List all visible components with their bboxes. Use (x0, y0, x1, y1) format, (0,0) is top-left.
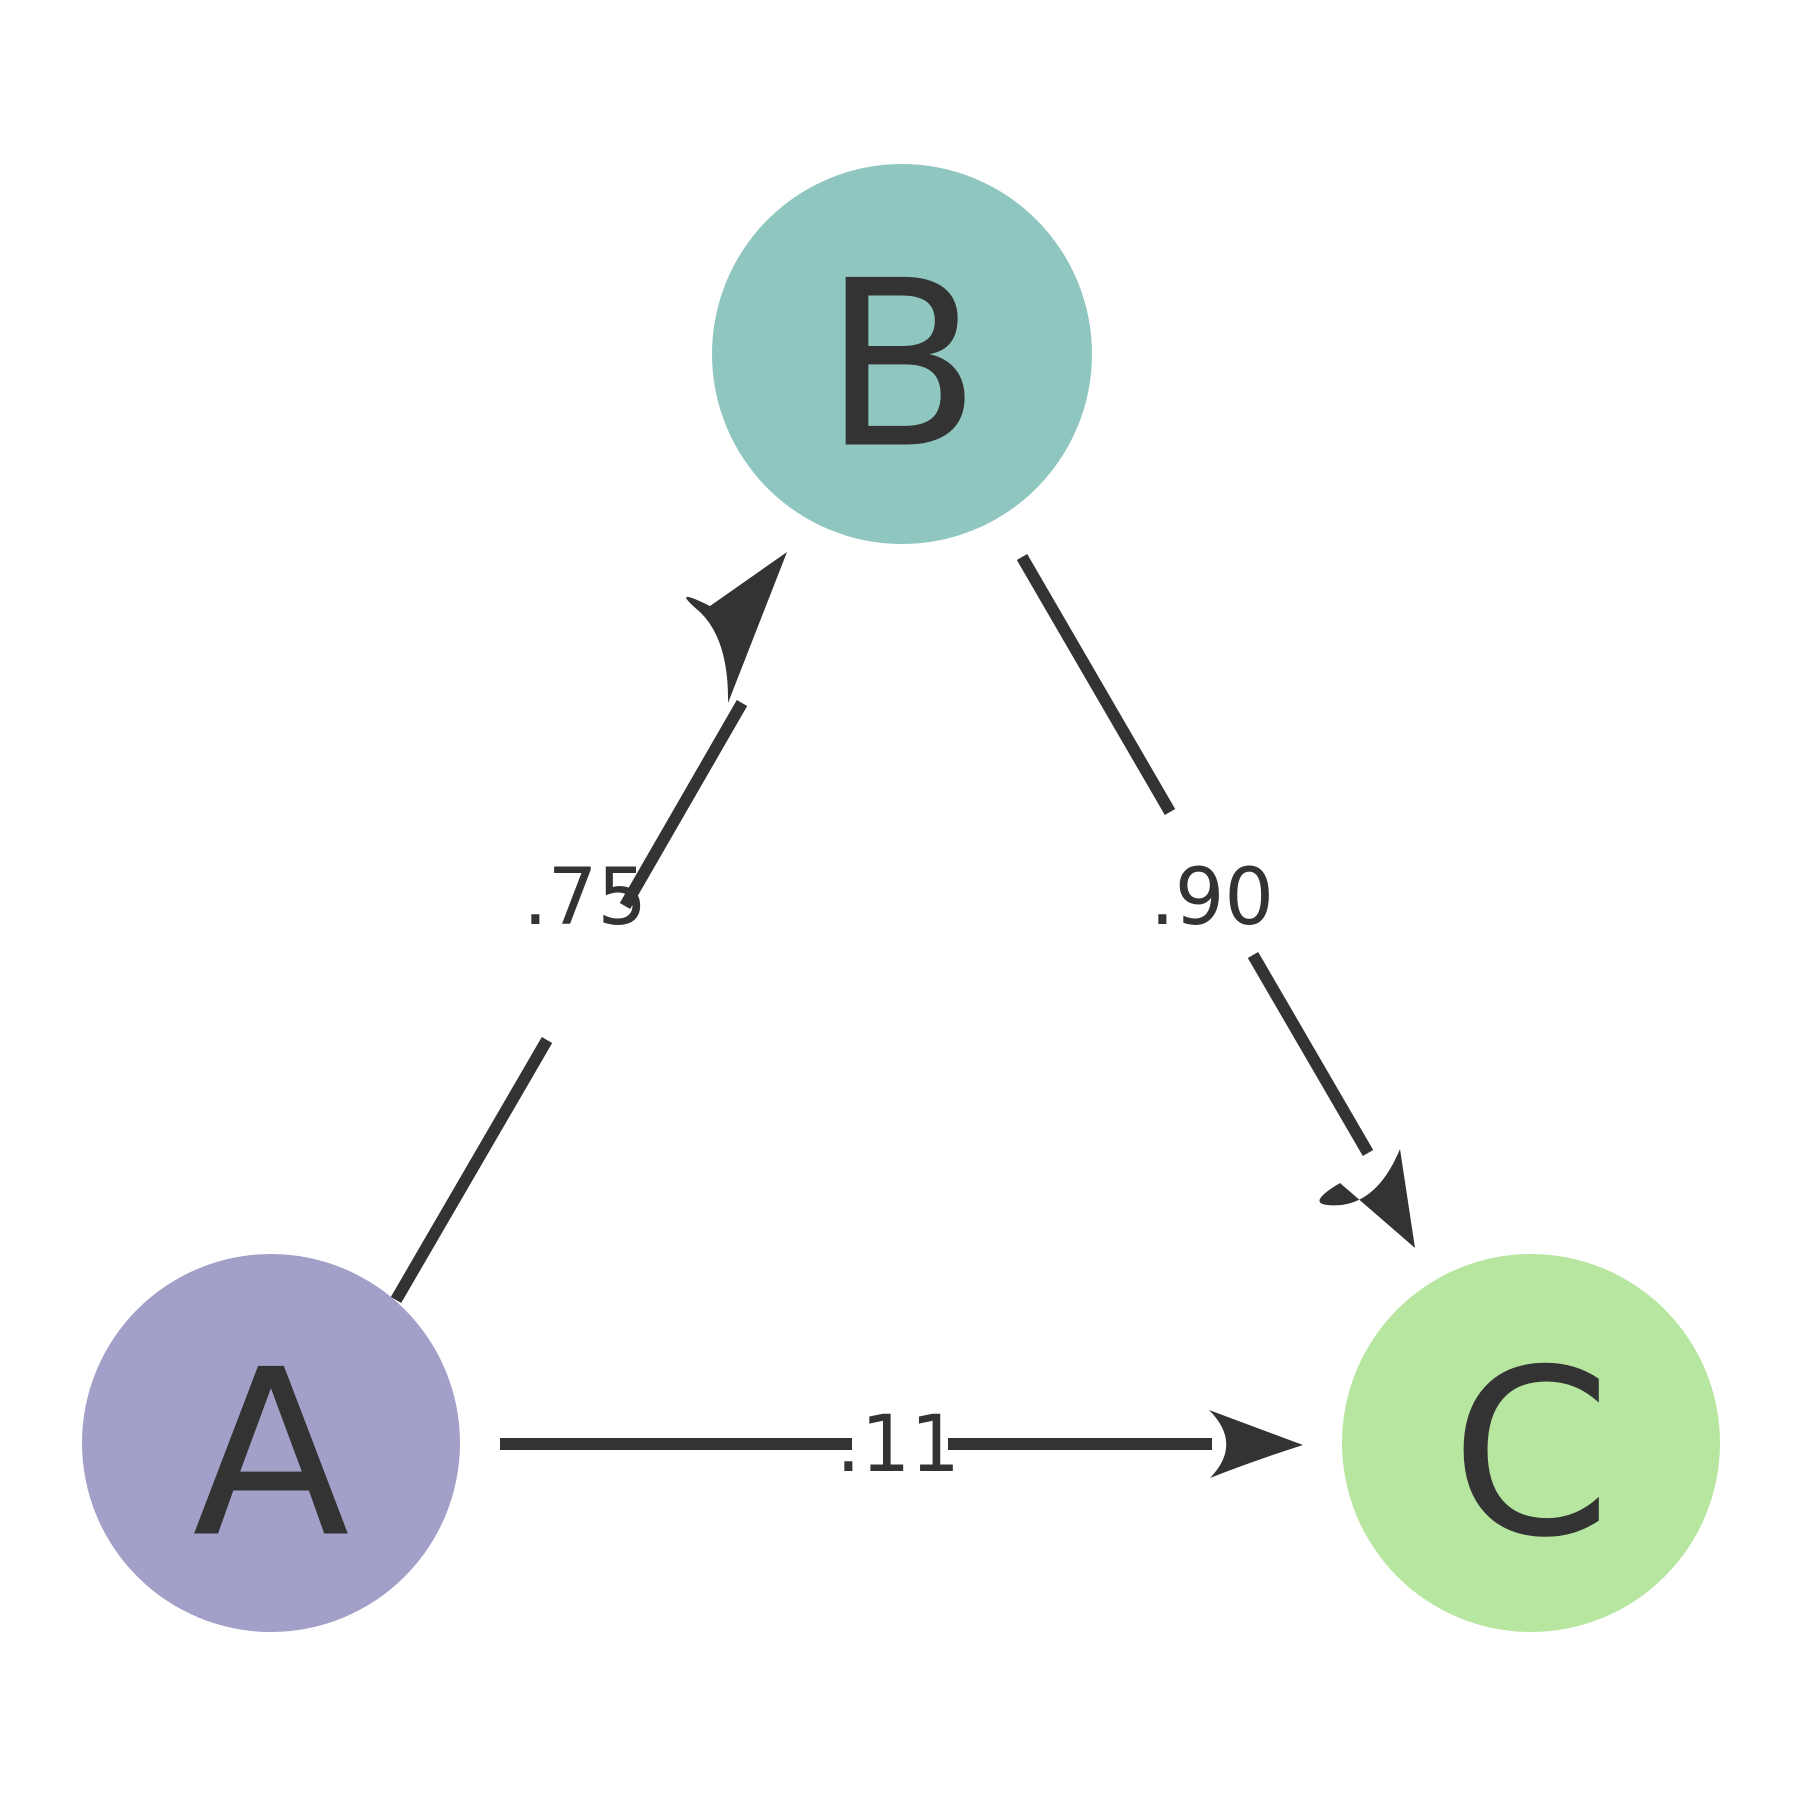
node-c-circle[interactable] (1342, 1254, 1720, 1632)
node-c-label: C (1451, 1322, 1612, 1589)
edge-a-to-b-arrowhead (686, 552, 787, 703)
edge-a-to-b-line-lower (390, 1036, 553, 1304)
edge-weight-a-to-b-text: .75 (523, 853, 647, 943)
edge-a-to-b-line-upper (619, 700, 748, 909)
edge-weight-a-to-b: .75 (523, 853, 647, 943)
edge-b-to-c-arrowhead (1319, 1149, 1415, 1248)
edge-b-to-c-line-upper (1016, 553, 1176, 816)
node-b-label: B (823, 233, 981, 500)
node-a-label: A (192, 1322, 349, 1589)
edge-b-to-c[interactable] (1016, 553, 1415, 1248)
node-a-circle[interactable] (82, 1254, 460, 1632)
edge-weight-a-to-c: .11 (836, 1400, 960, 1490)
edge-a-to-c[interactable] (500, 1410, 1303, 1478)
edge-weight-a-to-c-text: .11 (836, 1400, 960, 1490)
node-b-circle[interactable] (712, 164, 1092, 544)
edge-weight-b-to-c-text: .90 (1150, 853, 1274, 943)
edge-a-to-b[interactable] (390, 552, 787, 1304)
node-b[interactable]: B (712, 164, 1092, 544)
node-a[interactable]: A (82, 1254, 460, 1632)
node-c[interactable]: C (1342, 1254, 1720, 1632)
edge-b-to-c-line-lower (1247, 951, 1374, 1157)
edge-a-to-c-arrowhead (1209, 1410, 1303, 1478)
edge-weight-b-to-c: .90 (1150, 853, 1274, 943)
